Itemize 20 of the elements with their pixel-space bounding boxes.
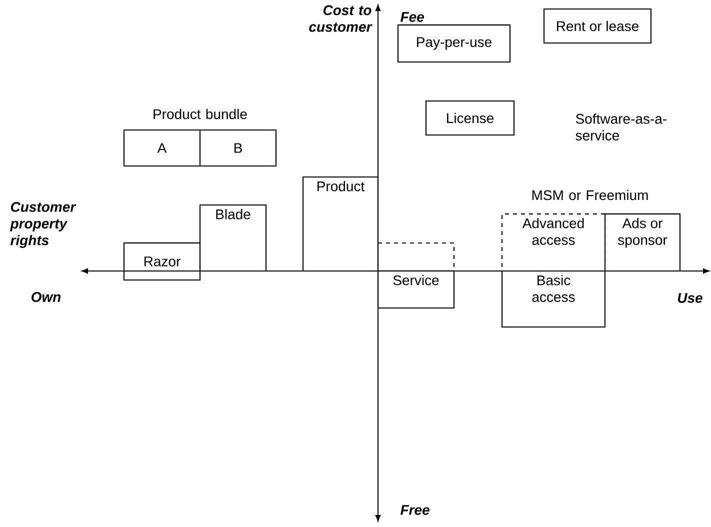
box: Service <box>377 270 455 309</box>
label: Free <box>400 505 430 515</box>
box: Product <box>302 176 378 272</box>
label: Product bundle <box>154 108 247 120</box>
box: Rent or lease <box>544 8 652 44</box>
label: Own <box>32 292 61 302</box>
box: Basic access <box>502 270 606 328</box>
label: Software-as-a-service <box>576 114 666 140</box>
box: Blade <box>199 204 267 272</box>
box: B <box>199 129 277 167</box>
box: A <box>123 129 201 167</box>
label: MSM or Freemium <box>532 190 648 200</box>
box: License <box>425 100 515 136</box>
label: Cost to customer <box>309 5 372 32</box>
box: Ads or sponsor <box>604 213 680 272</box>
box: Advanced access <box>502 213 606 272</box>
box: Razor <box>123 242 201 281</box>
box: Pay-per-use <box>397 24 511 63</box>
label: Customer property rights <box>10 202 76 248</box>
label: Use <box>678 293 702 303</box>
